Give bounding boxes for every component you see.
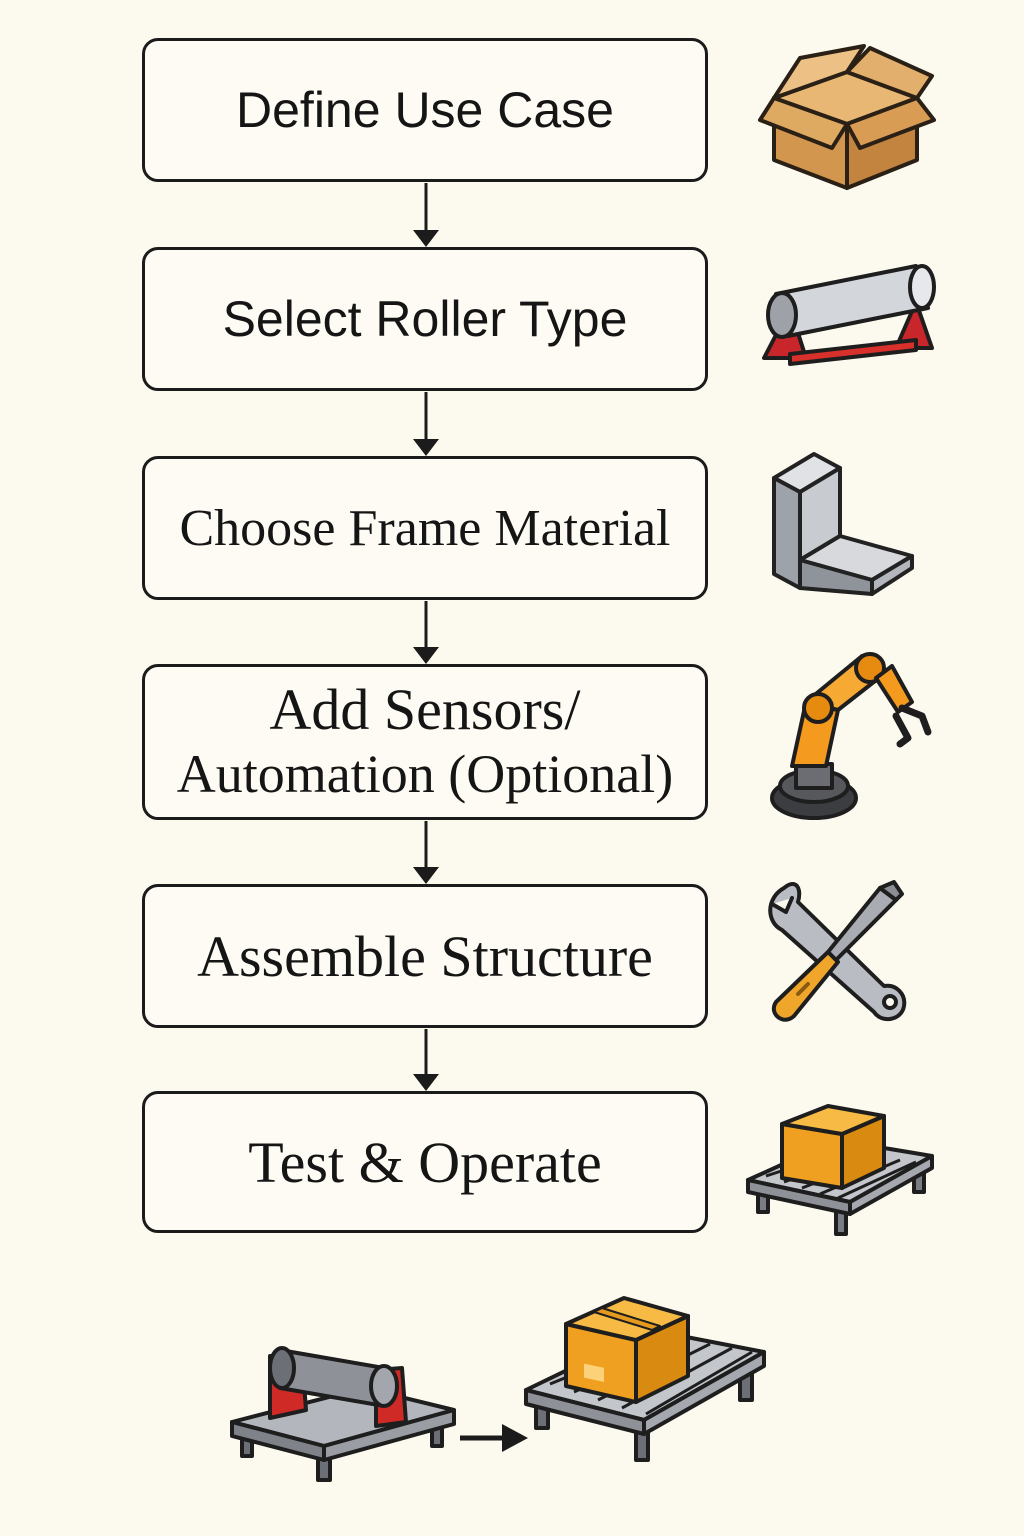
step-define-use-case: Define Use Case (142, 38, 708, 182)
step-label-line2: Automation (Optional) (176, 744, 674, 804)
box-on-conveyor-icon (524, 1296, 766, 1462)
step-label: Test & Operate (248, 1129, 602, 1195)
step-label: Select Roller Type (222, 291, 628, 347)
right-arrow-icon (460, 1424, 528, 1452)
step-add-sensors-automation: Add Sensors/ Automation (Optional) (142, 664, 708, 820)
step-assemble-structure: Assemble Structure (142, 884, 708, 1028)
arrow-down-icon (413, 821, 439, 884)
arrow-down-icon (413, 601, 439, 664)
roller-conveyor-icon (230, 1346, 456, 1482)
step-label: Define Use Case (236, 82, 614, 138)
arrow-down-icon (413, 1029, 439, 1091)
robot-arm-icon (770, 652, 932, 820)
cardboard-box-icon (758, 44, 936, 190)
box-on-conveyor-icon (746, 1104, 934, 1236)
step-choose-frame-material: Choose Frame Material (142, 456, 708, 600)
step-label-line1: Add Sensors/ (269, 677, 581, 742)
step-test-operate: Test & Operate (142, 1091, 708, 1233)
step-label: Choose Frame Material (179, 499, 671, 557)
step-label: Assemble Structure (197, 923, 653, 989)
arrow-down-icon (413, 183, 439, 247)
arrow-down-icon (413, 392, 439, 456)
step-select-roller-type: Select Roller Type (142, 247, 708, 391)
wrench-screwdriver-icon (768, 880, 907, 1022)
angle-bracket-icon (772, 452, 914, 596)
roller-stand-icon (762, 264, 936, 366)
